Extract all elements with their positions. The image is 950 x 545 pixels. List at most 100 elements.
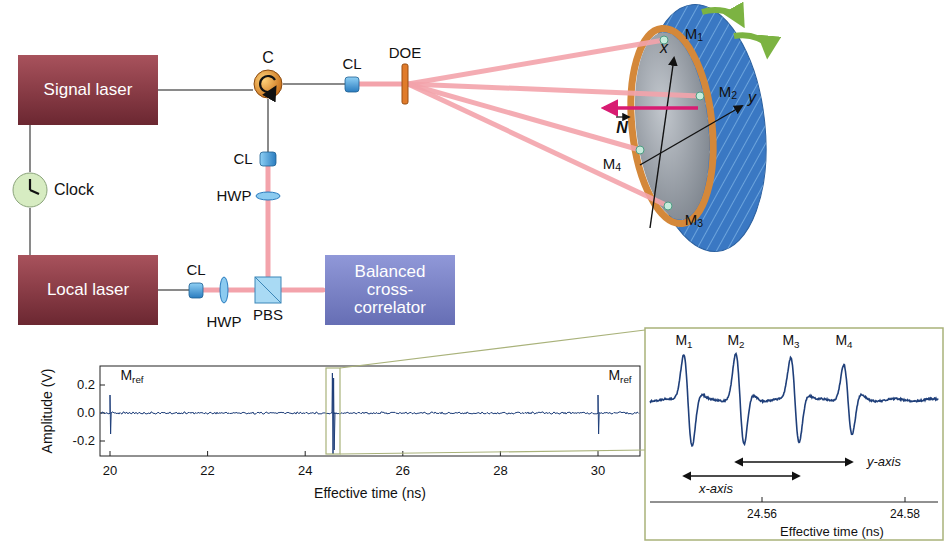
fiber-link <box>158 289 254 291</box>
laser-box: Signal laser <box>18 55 158 125</box>
signal-trace <box>101 354 938 454</box>
annotation-label: Effective time (ns) <box>780 525 884 539</box>
drawing-part <box>326 368 340 454</box>
annotation-label: Effective time (ns) <box>314 486 426 501</box>
laser-box: Local laser <box>18 255 158 325</box>
drawing-part <box>254 70 282 98</box>
annotation-label: M2 <box>719 84 737 101</box>
coordinate-axis <box>640 58 742 228</box>
annotation-label: M2 <box>727 333 744 348</box>
drawing-part <box>636 146 644 154</box>
circulator: C <box>248 49 288 99</box>
annotation-label: M4 <box>835 333 852 348</box>
annotation-label: 28 <box>493 464 507 478</box>
drawing-part <box>100 366 640 456</box>
circulator-symbol <box>253 69 283 99</box>
drawing-part <box>598 451 599 456</box>
annotation-label: M1 <box>675 333 692 348</box>
annotation-label: 24 <box>298 464 312 478</box>
drawing-part <box>340 450 645 454</box>
annotation-label: M4 <box>603 156 621 173</box>
drawing-part <box>266 166 271 276</box>
drawing-part <box>305 451 306 456</box>
drawing-part <box>408 84 668 206</box>
drawing-part <box>356 82 401 87</box>
annotation-label: HWP <box>207 314 242 331</box>
drawing-part <box>255 277 281 303</box>
node-label: DOE <box>389 44 422 62</box>
annotation-label: 24.56 <box>747 508 777 521</box>
clock-source-symbol <box>12 172 48 208</box>
drawing-part <box>640 106 742 165</box>
annotation-label: 0.0 <box>77 406 95 420</box>
half-wave-plate <box>220 192 280 303</box>
fiber-link <box>282 289 325 291</box>
drawing-part <box>110 451 111 456</box>
subscript: 4 <box>847 339 852 350</box>
fiber-link <box>158 89 253 91</box>
annotation-label: M3 <box>685 212 703 229</box>
drawing-part <box>30 179 39 194</box>
annotation-label: 30 <box>591 464 605 478</box>
drawing-part <box>684 475 799 476</box>
drawing-part <box>905 497 906 502</box>
beam-splitter: PBS <box>248 276 288 324</box>
drawing-part <box>650 502 938 503</box>
annotation-label: 0.2 <box>77 378 95 392</box>
inset-axis <box>650 497 938 502</box>
drawing-part <box>664 202 672 210</box>
drawing-part <box>650 58 674 228</box>
target-object <box>622 0 778 258</box>
drawing-part <box>696 92 704 100</box>
fiber-link <box>283 83 400 85</box>
subscript: 4 <box>615 161 621 173</box>
annotation-label: 26 <box>396 464 410 478</box>
node-label: Clock <box>54 181 94 199</box>
annotation-label: y <box>748 89 756 107</box>
drawing-part <box>13 173 47 207</box>
annotation-label: M1 <box>685 26 703 43</box>
annotation-label: x-axis <box>699 482 733 496</box>
annotation-label: CL <box>342 56 361 73</box>
fiber-link <box>29 208 31 255</box>
drawing-part <box>408 40 664 84</box>
drawing-part <box>256 192 280 200</box>
annotation-label: M3 <box>782 333 799 348</box>
annotation-label: CL <box>186 262 205 279</box>
drawing-part <box>220 277 228 303</box>
subscript: 1 <box>697 31 703 43</box>
drawing-part <box>255 277 281 303</box>
annotation-label: -0.2 <box>73 434 95 448</box>
subscript: ref <box>620 374 631 385</box>
drawing-part <box>100 385 105 386</box>
vector-mark <box>616 116 629 117</box>
diffractive-element: DOE <box>381 44 429 104</box>
annotation-label: 22 <box>200 464 214 478</box>
drawing-part <box>762 497 763 502</box>
spacing-arrow <box>684 462 852 476</box>
annotation-label: Amplitude (V) <box>40 369 55 454</box>
drawing-part <box>100 441 105 442</box>
subscript: 3 <box>794 339 799 350</box>
node-label: Local laser <box>47 281 129 299</box>
drawing-part <box>402 64 408 104</box>
annotation-label: 24.58 <box>890 508 920 521</box>
node-label: Balanced cross-correlator <box>333 263 447 317</box>
node-label: Signal laser <box>44 81 133 99</box>
beam-splitter-symbol <box>254 276 282 304</box>
node-label: C <box>262 49 274 67</box>
drawing-part <box>734 35 768 50</box>
subscript: 3 <box>697 217 703 229</box>
detector-box: Balanced cross-correlator <box>325 255 455 325</box>
annotation-label: N <box>616 119 628 137</box>
fiber-link <box>267 99 269 276</box>
subscript: 2 <box>739 339 744 350</box>
drawing-part <box>645 328 943 540</box>
annotation-label: Mref <box>608 368 631 383</box>
drawing-part <box>340 330 645 368</box>
signal-trace <box>101 373 639 454</box>
inset-trace <box>650 354 938 446</box>
zoom-marker <box>326 328 943 540</box>
node-label: PBS <box>253 306 283 324</box>
